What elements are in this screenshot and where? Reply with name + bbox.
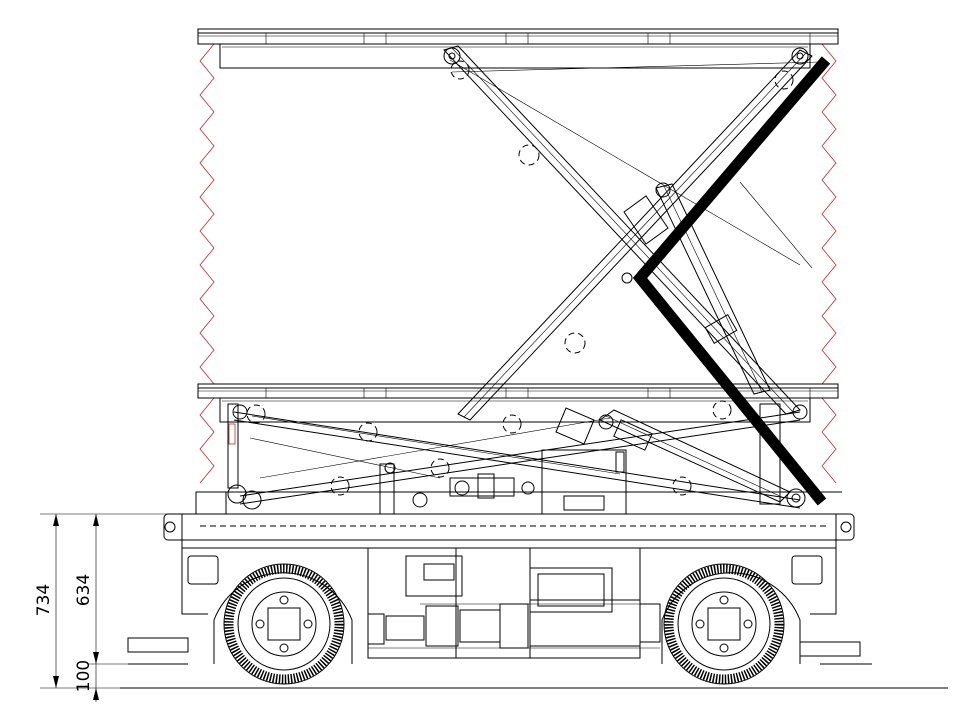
lower-scissor-arms [227, 400, 808, 509]
base-frame [195, 403, 842, 515]
ground-clearance-label: 100 [74, 660, 94, 692]
chassis [127, 513, 872, 665]
chassis-height-label: 634 [74, 574, 94, 606]
left-wheel [223, 563, 345, 685]
overall-height-label: 734 [34, 584, 54, 616]
middle-platform [197, 383, 839, 423]
center-pivot [621, 272, 633, 284]
bellows [199, 43, 837, 484]
top-platform [197, 28, 839, 69]
highlighted-scissor-link [632, 56, 831, 506]
upper-hydraulic-cylinder [623, 182, 771, 395]
upper-scissor-arms [443, 45, 821, 421]
dimension-group: 734 634 100 [34, 513, 180, 702]
right-wheel [663, 563, 785, 685]
